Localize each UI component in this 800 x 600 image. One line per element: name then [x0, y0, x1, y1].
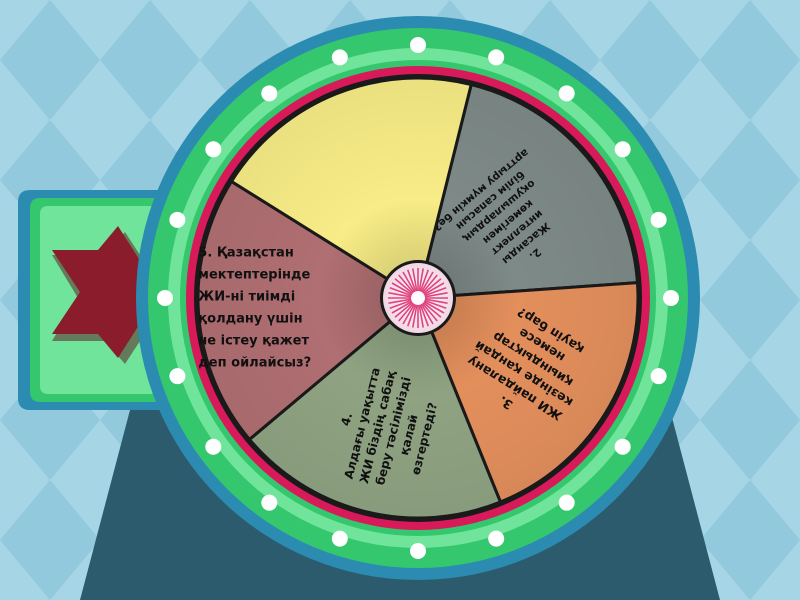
hub-ray — [389, 286, 412, 297]
light-bulb — [488, 530, 505, 547]
light-bulb — [410, 543, 426, 559]
light-bulb — [331, 49, 348, 66]
hub-ray — [389, 299, 412, 310]
hub-ray — [422, 278, 442, 295]
hub-ray — [398, 274, 415, 294]
light-bulb — [558, 494, 575, 511]
light-bulb — [331, 530, 348, 547]
wheel-hub[interactable] — [383, 263, 453, 333]
hub-ray — [388, 292, 412, 298]
hub-ray — [406, 269, 417, 292]
question-line: қолдану үшін — [198, 311, 302, 326]
light-bulb — [205, 438, 222, 455]
hub-starburst-icon — [388, 268, 448, 328]
hub-ray — [398, 302, 415, 322]
question-line: не істеу қажет — [198, 333, 309, 348]
light-bulb — [205, 141, 222, 158]
hub-ray — [424, 286, 447, 297]
hub-ray — [420, 271, 434, 293]
hub-ray — [423, 300, 445, 314]
hub-ray — [421, 274, 438, 294]
hub-ray — [412, 268, 418, 292]
hub-ray — [418, 268, 424, 292]
hub-ray — [421, 302, 438, 322]
hub-ray — [424, 292, 448, 298]
hub-ray — [402, 271, 416, 293]
hub-ray — [424, 298, 448, 304]
hub-ray — [423, 282, 445, 296]
light-bulb — [261, 494, 278, 511]
hub-ray — [394, 301, 414, 318]
light-bulb — [261, 85, 278, 102]
hub-ray — [391, 282, 413, 296]
hub-ray — [418, 304, 424, 328]
hub-ray — [412, 304, 418, 328]
question-line: ЖИ-ні тиімді — [198, 289, 295, 304]
hub-ray — [391, 300, 413, 314]
hub-ray — [419, 269, 430, 292]
light-bulb — [650, 211, 667, 228]
light-bulb — [410, 37, 426, 53]
light-bulb — [558, 85, 575, 102]
light-bulb — [157, 290, 173, 306]
hub-ray — [402, 303, 416, 325]
question-line: 5. Қазақстан — [198, 245, 294, 260]
pointer-arrow — [52, 226, 160, 358]
light-bulb — [650, 368, 667, 385]
question-line: мектептерінде — [198, 267, 310, 282]
hub-ray — [388, 298, 412, 304]
hub-ray — [419, 304, 430, 327]
light-bulb — [663, 290, 679, 306]
hub-ray — [406, 304, 417, 327]
light-bulb — [169, 211, 186, 228]
light-bulb — [169, 368, 186, 385]
hub-ray — [394, 278, 414, 295]
light-bulb — [614, 438, 631, 455]
light-bulb — [614, 141, 631, 158]
question-line: деп ойлайсыз? — [198, 355, 311, 370]
hub-ray — [420, 303, 434, 325]
hub-ray — [424, 299, 447, 310]
light-bulb — [488, 49, 505, 66]
hub-ray — [422, 301, 442, 318]
